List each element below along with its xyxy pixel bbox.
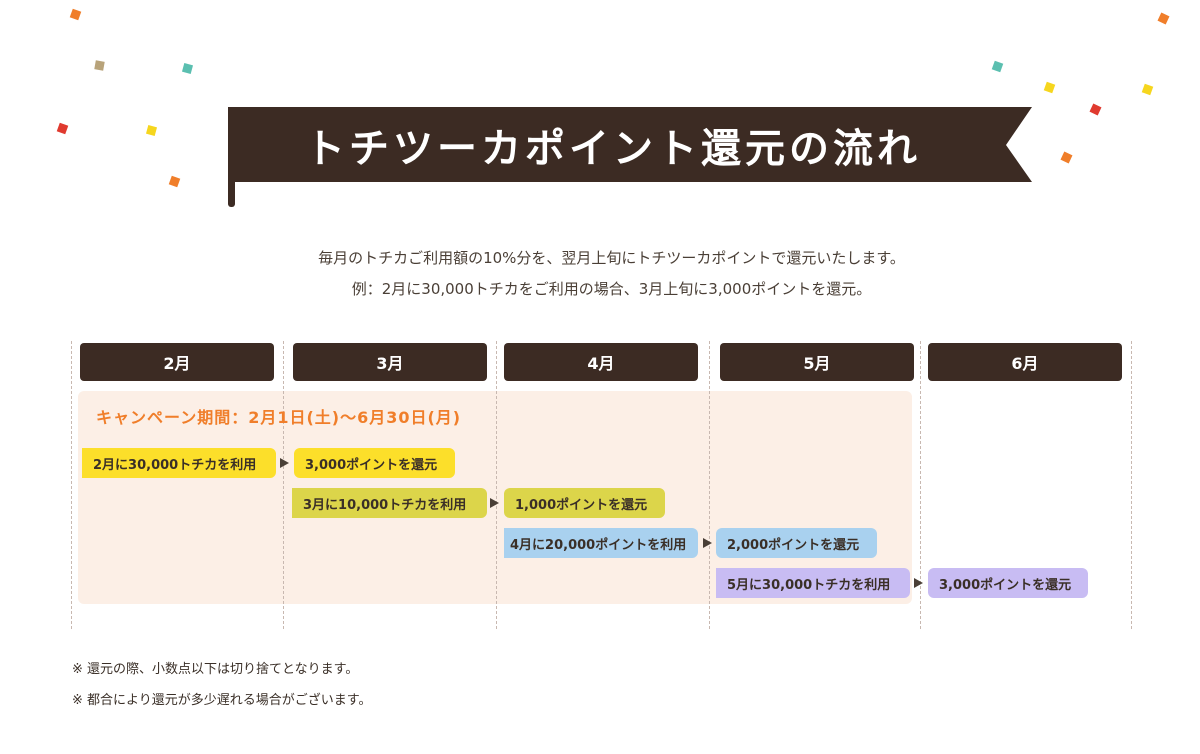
confetti-decoration xyxy=(1089,103,1102,116)
confetti-decoration xyxy=(1043,81,1056,94)
intro-line-2: 例：2月に30,000トチカをご利用の場合、3月上旬に3,000ポイントを還元。 xyxy=(351,280,872,298)
column-divider xyxy=(71,341,72,629)
confetti-decoration xyxy=(145,124,158,137)
column-divider xyxy=(920,341,921,629)
intro-line-1: 毎月のトチカご利用額の10%分を、翌月上旬にトチツーカポイントで還元いたします。 xyxy=(318,249,905,267)
usage-pill-feb: 2月に30,000トチカを利用 xyxy=(82,448,276,478)
flow-arrow xyxy=(703,538,712,548)
confetti-decoration xyxy=(991,60,1004,73)
confetti-decoration xyxy=(168,175,181,188)
column-divider xyxy=(709,341,710,629)
month-header-apr: 4月 xyxy=(504,343,698,381)
month-header-may: 5月 xyxy=(720,343,914,381)
title-banner: トチツーカポイント還元の流れ xyxy=(228,107,1032,207)
confetti-decoration xyxy=(1157,12,1170,25)
confetti-decoration xyxy=(1060,151,1073,164)
month-header-mar: 3月 xyxy=(293,343,487,381)
month-header-jun: 6月 xyxy=(928,343,1122,381)
reward-pill-may: 2,000ポイントを還元 xyxy=(716,528,877,558)
flow-arrow xyxy=(280,458,289,468)
confetti-decoration xyxy=(94,60,105,71)
flow-arrow xyxy=(914,578,923,588)
reward-pill-jun: 3,000ポイントを還元 xyxy=(928,568,1088,598)
confetti-decoration xyxy=(69,8,82,21)
footnote: ※ 還元の際、小数点以下は切り捨てとなります。 xyxy=(72,662,359,677)
column-divider xyxy=(496,341,497,629)
flow-arrow xyxy=(490,498,499,508)
confetti-decoration xyxy=(1141,83,1154,96)
reward-pill-mar: 3,000ポイントを還元 xyxy=(294,448,455,478)
month-header-feb: 2月 xyxy=(80,343,274,381)
page-title: トチツーカポイント還元の流れ xyxy=(305,125,921,172)
confetti-decoration xyxy=(181,62,194,75)
usage-pill-may: 5月に30,000トチカを利用 xyxy=(716,568,910,598)
usage-pill-apr: 4月に20,000ポイントを利用 xyxy=(504,528,698,558)
column-divider xyxy=(283,341,284,629)
banner-ribbon xyxy=(228,107,1032,207)
column-divider xyxy=(1131,341,1132,629)
reward-pill-apr: 1,000ポイントを還元 xyxy=(504,488,665,518)
footnote: ※ 都合により還元が多少遅れる場合がございます。 xyxy=(72,693,372,708)
confetti-decoration xyxy=(56,122,69,135)
campaign-period-label: キャンペーン期間：2月1日(土)〜6月30日(月) xyxy=(96,408,462,427)
usage-pill-mar: 3月に10,000トチカを利用 xyxy=(292,488,487,518)
